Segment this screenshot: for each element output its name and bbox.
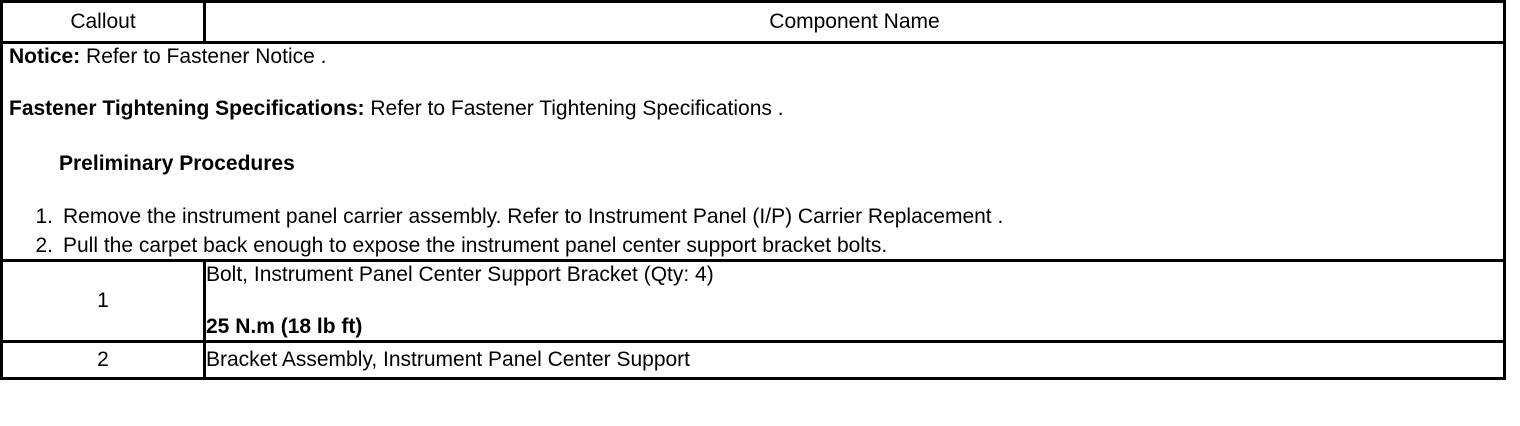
notice-procedures-cell: Notice: Refer to Fastener Notice . Faste… [0, 40, 1506, 263]
component-callout-table: Callout Component Name Notice: Refer to … [0, 0, 1506, 380]
component-name-text: Bolt, Instrument Panel Center Support Br… [206, 263, 714, 287]
preliminary-procedures-heading: Preliminary Procedures [59, 151, 295, 175]
component-description-cell: Bracket Assembly, Instrument Panel Cente… [203, 339, 1506, 381]
list-item: Remove the instrument panel carrier asse… [27, 203, 1004, 231]
preliminary-steps-list: Remove the instrument panel carrier asse… [3, 203, 1503, 260]
fastener-spec-text: Refer to Fastener Tightening Specificati… [364, 97, 784, 121]
fastener-notice-line: Notice: Refer to Fastener Notice . [3, 44, 1503, 70]
callout-number: 1 [0, 259, 206, 343]
header-callout: Callout [0, 0, 206, 44]
fastener-spec-line: Fastener Tightening Specifications: Refe… [3, 96, 1503, 122]
notice-text: Refer to Fastener Notice . [80, 45, 327, 68]
notice-label: Notice: [9, 45, 81, 68]
table-row: 1 Bolt, Instrument Panel Center Support … [0, 259, 1506, 343]
callout-number: 2 [0, 339, 206, 381]
component-description-cell: Bolt, Instrument Panel Center Support Br… [203, 259, 1506, 343]
header-row: Callout Component Name [0, 0, 1506, 44]
list-item: Pull the carpet back enough to expose th… [27, 232, 888, 260]
table-body: Notice: Refer to Fastener Notice . Faste… [0, 40, 1506, 381]
table-row: 2 Bracket Assembly, Instrument Panel Cen… [0, 339, 1506, 381]
component-name-text: Bracket Assembly, Instrument Panel Cente… [206, 347, 691, 371]
table-header: Callout Component Name [0, 0, 1506, 44]
fastener-spec-label: Fastener Tightening Specifications: [9, 97, 365, 121]
header-component-name: Component Name [203, 0, 1506, 44]
notice-row: Notice: Refer to Fastener Notice . Faste… [0, 40, 1506, 263]
torque-specification: 25 N.m (18 lb ft) [206, 314, 363, 338]
